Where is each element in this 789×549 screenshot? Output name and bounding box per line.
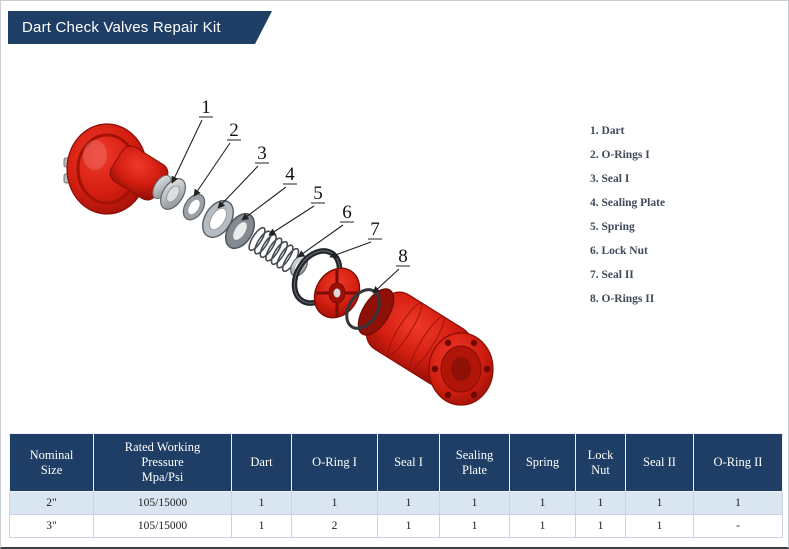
callout-8: 8 bbox=[372, 246, 410, 294]
cell-dart: 1 bbox=[231, 491, 292, 515]
col-header-oring-1: O-Ring I bbox=[291, 433, 378, 492]
cell-spring: 1 bbox=[509, 491, 576, 515]
legend-item-sealing-plate: 4. Sealing Plate bbox=[590, 197, 666, 209]
callout-6: 6 bbox=[297, 202, 354, 258]
legend-item-lock-nut: 6. Lock Nut bbox=[590, 245, 648, 257]
parts-legend: 1. Dart 2. O-Rings I 3. Seal I 4. Sealin… bbox=[590, 119, 665, 311]
cell-oring-1: 2 bbox=[291, 514, 378, 538]
col-header-nominal-size: Nominal Size bbox=[9, 433, 94, 492]
legend-item-orings-2: 8. O-Rings II bbox=[590, 293, 655, 305]
cell-oring-2: 1 bbox=[693, 491, 783, 515]
callout-5-number: 5 bbox=[313, 183, 323, 204]
seal-1-part bbox=[202, 199, 234, 239]
page-title-banner: Dart Check Valves Repair Kit bbox=[8, 11, 272, 44]
legend-item-spring: 5. Spring bbox=[590, 221, 635, 233]
right-valve-body bbox=[357, 288, 494, 406]
cell-size: 2" bbox=[9, 491, 94, 515]
dart-part bbox=[160, 178, 186, 210]
table-row-3in: 3" 105/15000 1 2 1 1 1 1 1 - bbox=[9, 514, 783, 538]
cell-oring-2: - bbox=[693, 514, 783, 538]
col-header-spring: Spring bbox=[509, 433, 576, 492]
cell-dart: 1 bbox=[231, 514, 292, 538]
legend-item-orings-1: 2. O-Rings I bbox=[590, 149, 650, 161]
exploded-valve-diagram: 1 2 3 4 5 6 7 bbox=[63, 97, 494, 406]
legend-item-dart: 1. Dart bbox=[590, 125, 625, 137]
callout-4-number: 4 bbox=[285, 164, 295, 185]
table-header-row: Nominal Size Rated Working Pressure Mpa/… bbox=[9, 433, 783, 492]
col-header-seal-2: Seal II bbox=[625, 433, 694, 492]
cell-lock-nut: 1 bbox=[575, 514, 626, 538]
callout-3: 3 bbox=[217, 143, 269, 209]
callout-4: 4 bbox=[241, 164, 297, 221]
cell-spring: 1 bbox=[509, 514, 576, 538]
cell-sealing-plate: 1 bbox=[439, 491, 510, 515]
cell-pressure: 105/15000 bbox=[93, 514, 232, 538]
cell-oring-1: 1 bbox=[291, 491, 378, 515]
callout-1-number: 1 bbox=[201, 97, 211, 118]
cell-size: 3" bbox=[9, 514, 94, 538]
table-row-2in: 2" 105/15000 1 1 1 1 1 1 1 1 bbox=[9, 491, 783, 515]
callout-2-number: 2 bbox=[229, 120, 239, 141]
o-ring-1-part bbox=[182, 193, 206, 221]
left-valve-body bbox=[63, 123, 172, 215]
col-header-sealing-plate: Sealing Plate bbox=[439, 433, 510, 492]
col-header-lock-nut: Lock Nut bbox=[575, 433, 626, 492]
callout-1: 1 bbox=[171, 97, 213, 184]
callout-3-number: 3 bbox=[257, 143, 267, 164]
callout-7: 7 bbox=[329, 219, 382, 259]
cell-lock-nut: 1 bbox=[575, 491, 626, 515]
legend-item-seal-2: 7. Seal II bbox=[590, 269, 634, 281]
col-header-seal-1: Seal I bbox=[377, 433, 440, 492]
parts-table: Nominal Size Rated Working Pressure Mpa/… bbox=[9, 433, 783, 538]
legend-item-seal-1: 3. Seal I bbox=[590, 173, 630, 185]
callout-8-number: 8 bbox=[398, 246, 408, 267]
cell-sealing-plate: 1 bbox=[439, 514, 510, 538]
col-header-rated-pressure: Rated Working Pressure Mpa/Psi bbox=[93, 433, 232, 492]
sealing-plate-part bbox=[224, 212, 256, 250]
cell-seal-2: 1 bbox=[625, 514, 694, 538]
cell-seal-1: 1 bbox=[377, 514, 440, 538]
cell-seal-2: 1 bbox=[625, 491, 694, 515]
col-header-dart: Dart bbox=[231, 433, 292, 492]
cell-seal-1: 1 bbox=[377, 491, 440, 515]
callout-2: 2 bbox=[193, 120, 241, 197]
col-header-oring-2: O-Ring II bbox=[693, 433, 783, 492]
cell-pressure: 105/15000 bbox=[93, 491, 232, 515]
callout-5: 5 bbox=[268, 183, 325, 236]
callout-7-number: 7 bbox=[370, 219, 380, 240]
page-title: Dart Check Valves Repair Kit bbox=[22, 19, 221, 36]
callout-6-number: 6 bbox=[342, 202, 352, 223]
